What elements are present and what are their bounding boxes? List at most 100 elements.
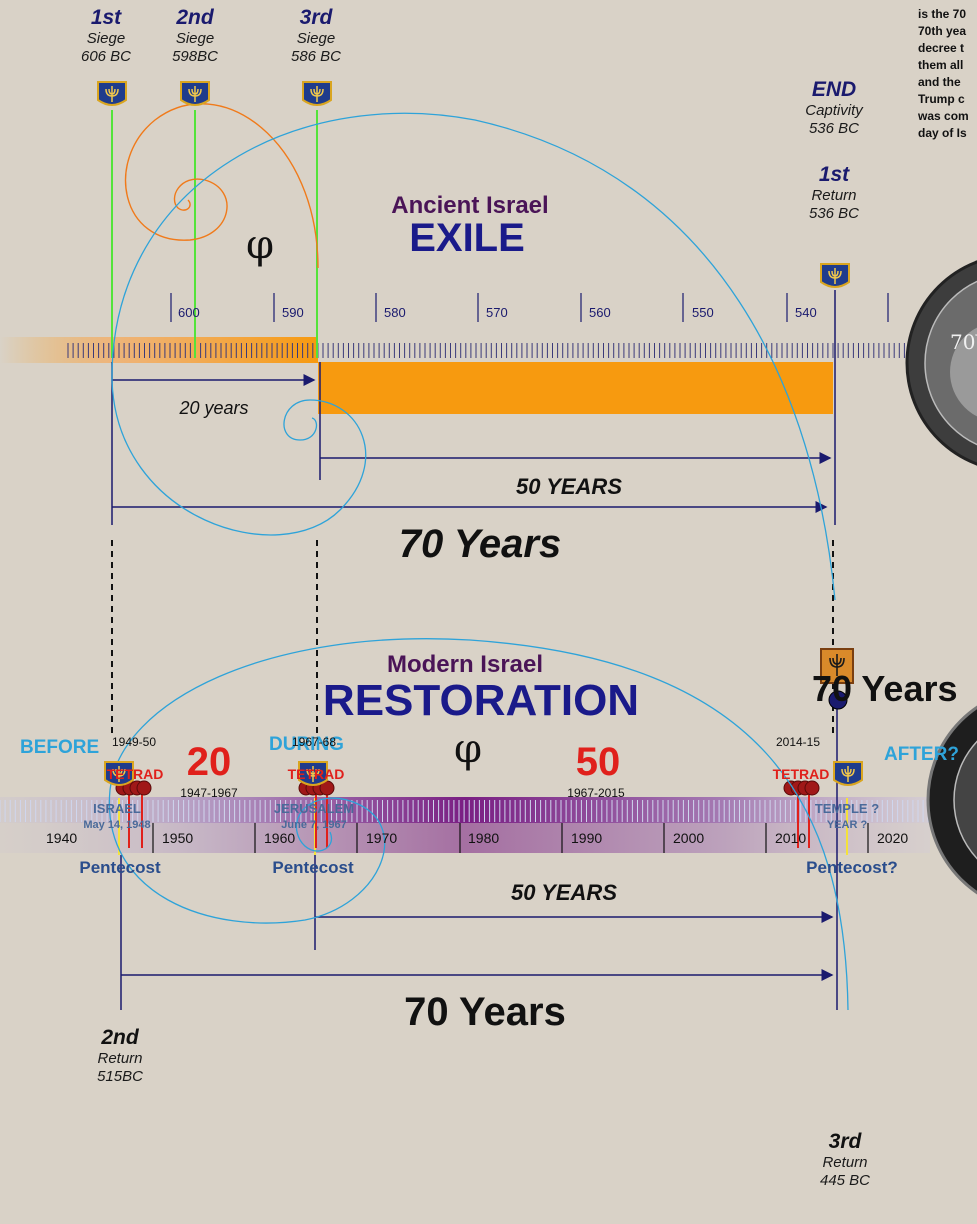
- siege-event: Siege: [172, 30, 218, 48]
- third-return-label: 3rd Return 445 BC: [820, 1130, 870, 1190]
- ancient-axis-label: 580: [384, 305, 406, 320]
- span-50-years-modern-label: 50 YEARS: [511, 880, 617, 906]
- ancient-axis-major-ticks: [171, 293, 888, 322]
- end-captivity-label: END Captivity 536 BC: [805, 78, 863, 138]
- modern-phi: φ: [454, 726, 482, 772]
- siege-ordinal: 2nd: [172, 6, 218, 30]
- return-ordinal: 2nd: [97, 1026, 143, 1050]
- top-seal-text: 70Y: [950, 330, 977, 354]
- tetrad-title: TETRAD: [107, 766, 164, 782]
- phase-after: AFTER?: [884, 744, 959, 766]
- siege-date: 598BC: [172, 48, 218, 66]
- siege-date: 606 BC: [81, 48, 131, 66]
- tetrad-label-3: TETRAD: [773, 766, 830, 782]
- ancient-axis-label: 590: [282, 305, 304, 320]
- span-70-years-modern-label: 70 Years: [404, 990, 566, 1035]
- menorah-emblem-3: [301, 80, 333, 110]
- ancient-axis-label: 570: [486, 305, 508, 320]
- tetrad-years-2: 1967-68: [292, 735, 336, 749]
- pentecost-label-1: Pentecost: [79, 858, 160, 878]
- note-line: 70th yea: [918, 23, 969, 40]
- event-israel: ISRAEL May 14, 1948: [83, 800, 150, 834]
- siege-green-lines: [112, 110, 317, 358]
- span-70-years-ancient-label: 70 Years: [399, 522, 561, 567]
- modern-axis-label: 1960: [264, 830, 295, 846]
- siege-date: 586 BC: [291, 48, 341, 66]
- modern-subtitle: Modern Israel: [387, 651, 543, 679]
- menorah-emblem-2: [179, 80, 211, 110]
- return-date: 445 BC: [820, 1172, 870, 1190]
- end-ordinal: END: [805, 78, 863, 102]
- note-line: was com: [918, 108, 969, 125]
- tetrad-title: TETRAD: [773, 766, 830, 782]
- note-line: decree t: [918, 40, 969, 57]
- modern-axis-label: 2000: [673, 830, 704, 846]
- modern-axis-label: 1980: [468, 830, 499, 846]
- end-event: Captivity: [805, 102, 863, 120]
- return-date: 536 BC: [809, 205, 859, 223]
- event-date: May 14, 1948: [83, 817, 150, 834]
- menorah-emblem-return: [819, 262, 851, 292]
- note-line: them all: [918, 57, 969, 74]
- exile-orange-block: [318, 362, 833, 414]
- modern-axis-label: 1950: [162, 830, 193, 846]
- siege-label-3: 3rd Siege 586 BC: [291, 6, 341, 66]
- ancient-axis-label: 560: [589, 305, 611, 320]
- span-50-years-ancient-label: 50 YEARS: [516, 474, 622, 500]
- modern-axis-label: 1940: [46, 830, 77, 846]
- return-event: Return: [97, 1050, 143, 1068]
- ancient-axis-label: 550: [692, 305, 714, 320]
- tetrad-label-2: TETRAD: [288, 766, 345, 782]
- big-number-50: 50: [576, 740, 621, 785]
- tetrad-label-1: TETRAD: [107, 766, 164, 782]
- event-name: JERUSALEM: [274, 800, 354, 817]
- modern-title: RESTORATION: [323, 676, 639, 726]
- siege-label-1: 1st Siege 606 BC: [81, 6, 131, 66]
- event-name: ISRAEL: [83, 800, 150, 817]
- siege-label-2: 2nd Siege 598BC: [172, 6, 218, 66]
- event-date: YEAR ?: [815, 817, 879, 834]
- end-date: 536 BC: [805, 120, 863, 138]
- modern-axis-label: 1990: [571, 830, 602, 846]
- modern-axis-label: 2020: [877, 830, 908, 846]
- siege-event: Siege: [291, 30, 341, 48]
- phase-before: BEFORE: [20, 737, 99, 759]
- tetrad-years-1: 1949-50: [112, 735, 156, 749]
- note-line: Trump c: [918, 91, 969, 108]
- span-20-years-label: 20 years: [179, 398, 248, 419]
- siege-ordinal: 1st: [81, 6, 131, 30]
- return-ordinal: 1st: [809, 163, 859, 187]
- range-1967-2015: 1967-2015: [567, 786, 624, 800]
- modern-axis-label: 2010: [775, 830, 806, 846]
- return-event: Return: [809, 187, 859, 205]
- note-line: is the 70: [918, 6, 969, 23]
- pentecost-label-2: Pentecost: [272, 858, 353, 878]
- tetrad-years-3: 2014-15: [776, 735, 820, 749]
- second-return-label: 2nd Return 515BC: [97, 1026, 143, 1086]
- top-right-note: is the 70 70th yea decree t them all and…: [918, 6, 969, 142]
- ancient-axis-label: 540: [795, 305, 817, 320]
- note-line: and the: [918, 74, 969, 91]
- tetrad-title: TETRAD: [288, 766, 345, 782]
- modern-axis-label: 1970: [366, 830, 397, 846]
- siege-event: Siege: [81, 30, 131, 48]
- right-70-years-label: 70 Years: [812, 668, 958, 710]
- big-number-20: 20: [187, 740, 232, 785]
- event-jerusalem: JERUSALEM June 7, 1967: [274, 800, 354, 834]
- ancient-title: EXILE: [409, 216, 525, 261]
- range-1947-1967: 1947-1967: [180, 786, 237, 800]
- orange-golden-spiral: [126, 104, 318, 268]
- ancient-phi: φ: [246, 222, 274, 268]
- event-name: TEMPLE ?: [815, 800, 879, 817]
- ancient-axis-label: 600: [178, 305, 200, 320]
- top-seal: [907, 255, 977, 471]
- event-temple: TEMPLE ? YEAR ?: [815, 800, 879, 834]
- siege-ordinal: 3rd: [291, 6, 341, 30]
- return-date: 515BC: [97, 1068, 143, 1086]
- menorah-emblem-temple: [832, 760, 864, 790]
- pentecost-label-3: Pentecost?: [806, 858, 898, 878]
- menorah-emblem-1: [96, 80, 128, 110]
- bottom-seal: [928, 688, 977, 912]
- return-event: Return: [820, 1154, 870, 1172]
